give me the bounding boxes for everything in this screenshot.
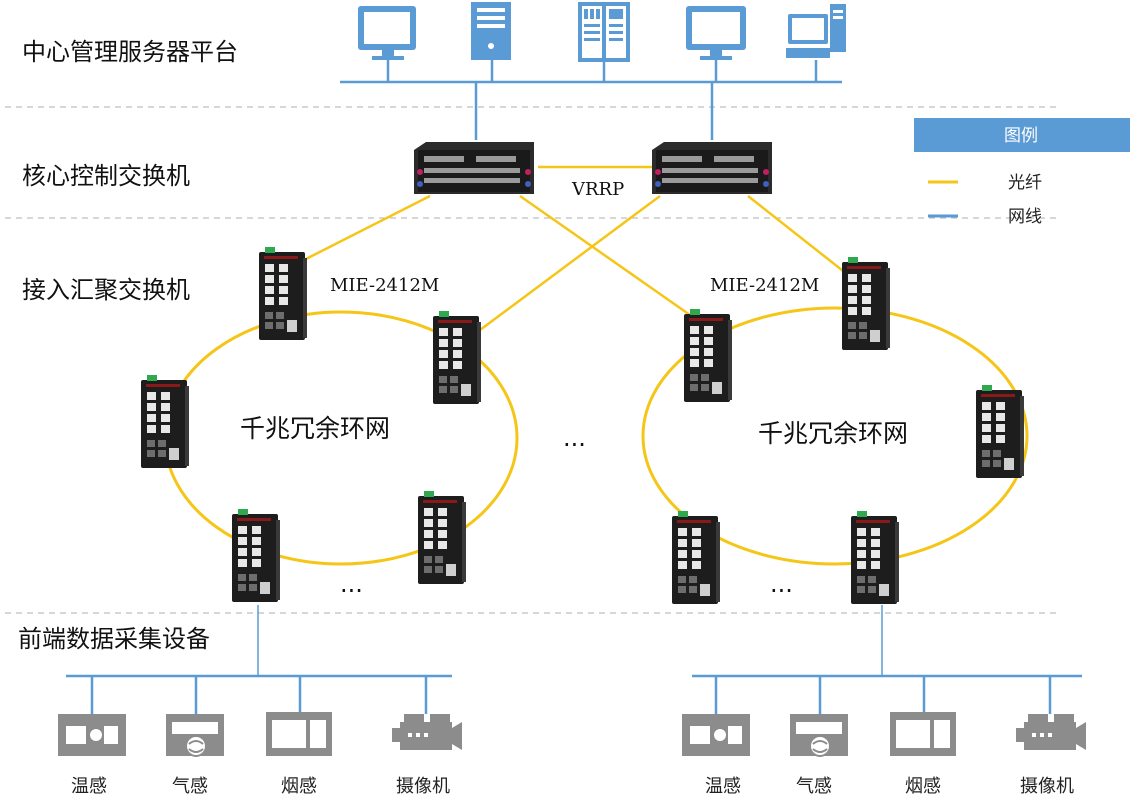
ring-label-left: 千兆冗余环网 (240, 414, 390, 443)
device-label-right-3: 摄像机 (1020, 776, 1074, 797)
legend-ethernet-label: 网线 (1008, 207, 1042, 227)
ring-switch-left-bottom (232, 509, 280, 602)
device-label-right-2: 烟感 (905, 776, 941, 797)
ring-switch-right-mid (976, 385, 1024, 478)
front-bus-right (692, 605, 1082, 714)
fiber-links (299, 165, 853, 332)
camera-icon (392, 714, 462, 750)
ring-switch-right-top (842, 257, 890, 350)
device-label-right-0: 温感 (705, 776, 741, 797)
ring-switch-right-upper-left (684, 309, 732, 402)
monitor-icon (358, 6, 416, 60)
device-label-right-1: 气感 (796, 776, 832, 797)
server-tower-icon (471, 2, 511, 60)
ellipsis-left: ... (340, 570, 363, 598)
server-rack-icon (578, 2, 630, 62)
legend-title: 图例 (1004, 126, 1038, 146)
ring-switch-left-top (259, 247, 307, 340)
legend-fiber-label: 光纤 (1008, 173, 1042, 193)
device-label-left-2: 烟感 (281, 776, 317, 797)
legend-header (914, 118, 1130, 152)
ring-switch-left-mid (141, 375, 189, 468)
layer-title-core: 核心控制交换机 (22, 162, 190, 190)
desktop-computer-icon (786, 4, 846, 58)
ring-switch-right-bottom-left (672, 511, 720, 604)
smoke-sensor-icon (266, 712, 332, 756)
front-bus-left (66, 605, 452, 714)
smoke-sensor-icon (890, 712, 956, 756)
device-label-left-1: 气感 (172, 776, 208, 797)
gas-sensor-icon (166, 714, 224, 757)
core-switch-right (652, 142, 772, 194)
temperature-sensor-icon (682, 714, 750, 756)
monitor-icon (686, 6, 746, 60)
ring-label-right: 千兆冗余环网 (758, 419, 908, 448)
ring-switch-right-bottom (851, 511, 899, 604)
model-label-left: MIE-2412M (330, 275, 439, 296)
ring-switch-left-upper-right (433, 311, 481, 404)
ellipsis-right: ... (770, 570, 793, 598)
gas-sensor-icon (790, 714, 848, 757)
camera-icon (1016, 714, 1086, 750)
layer-title-access: 接入汇聚交换机 (22, 276, 190, 304)
ring-switch-left-bottom-right (418, 491, 466, 584)
device-label-left-3: 摄像机 (396, 776, 450, 797)
vrrp-label: VRRP (571, 179, 624, 200)
ellipsis-middle: ... (563, 424, 586, 452)
temperature-sensor-icon (58, 714, 126, 756)
layer-title-server: 中心管理服务器平台 (22, 38, 238, 66)
core-switch-left (414, 142, 534, 194)
device-label-left-0: 温感 (71, 776, 107, 797)
ring-right (641, 306, 1029, 566)
legend: 图例 光纤 网线 (914, 118, 1130, 227)
layer-title-front: 前端数据采集设备 (18, 625, 210, 653)
model-label-right: MIE-2412M (710, 275, 819, 296)
server-bus (340, 60, 842, 140)
